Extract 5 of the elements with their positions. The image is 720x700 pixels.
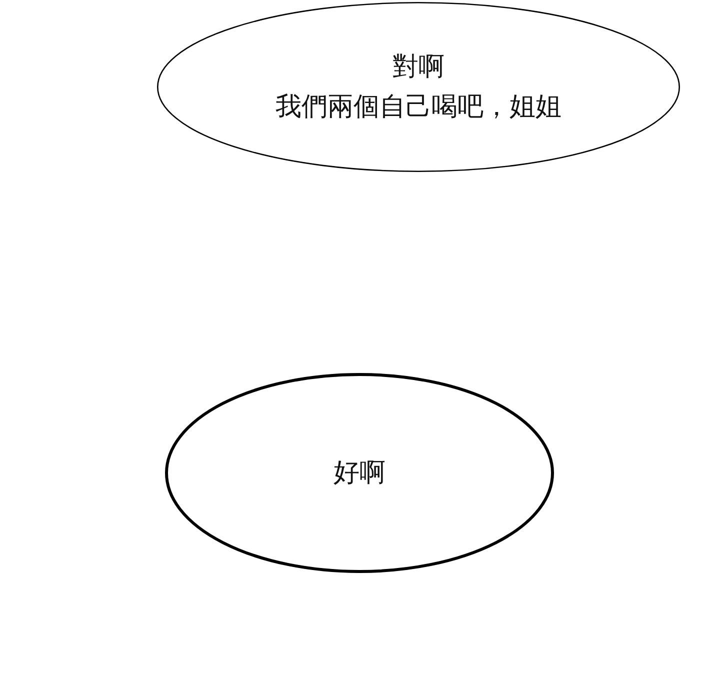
speech-text: 好啊	[334, 457, 386, 490]
speech-bubble	[165, 373, 554, 573]
speech-text: 對啊	[392, 51, 444, 84]
speech-bubble	[157, 2, 680, 172]
speech-text: 我們兩個自己喝吧，姐姐	[276, 91, 562, 124]
